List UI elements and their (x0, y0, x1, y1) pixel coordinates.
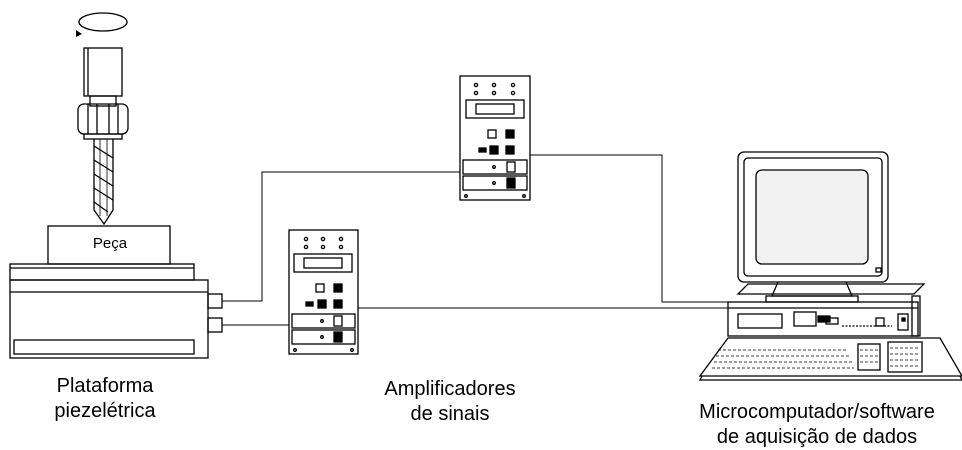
platform-caption-line-2: piezelétrica (54, 400, 156, 422)
computer-system-unit (727, 283, 926, 337)
platform-caption-line-1: Plataforma (56, 375, 154, 397)
amplifiers-caption-line-1: Amplificadores (384, 378, 516, 400)
amplifiers-caption-line-2: de sinais (410, 403, 490, 425)
computer-caption-line-1: Microcomputador/software (699, 401, 935, 423)
piezoelectric-platform (9, 263, 223, 359)
amplifiers-caption: Amplificadores de sinais (360, 377, 540, 427)
computer-keyboard (698, 337, 962, 381)
rotation-arrow-icon (76, 12, 128, 37)
computer-monitor (737, 151, 889, 303)
workpiece-label: Peça (92, 235, 128, 252)
signal-cables (222, 154, 738, 326)
signal-amplifier-bottom (288, 229, 359, 355)
computer-caption: Microcomputador/software de aquisição de… (672, 400, 962, 450)
signal-amplifier-top (459, 75, 531, 201)
platform-caption: Plataforma piezelétrica (30, 374, 180, 424)
spindle-drill (77, 47, 129, 226)
computer-caption-line-2: de aquisição de dados (716, 426, 918, 448)
